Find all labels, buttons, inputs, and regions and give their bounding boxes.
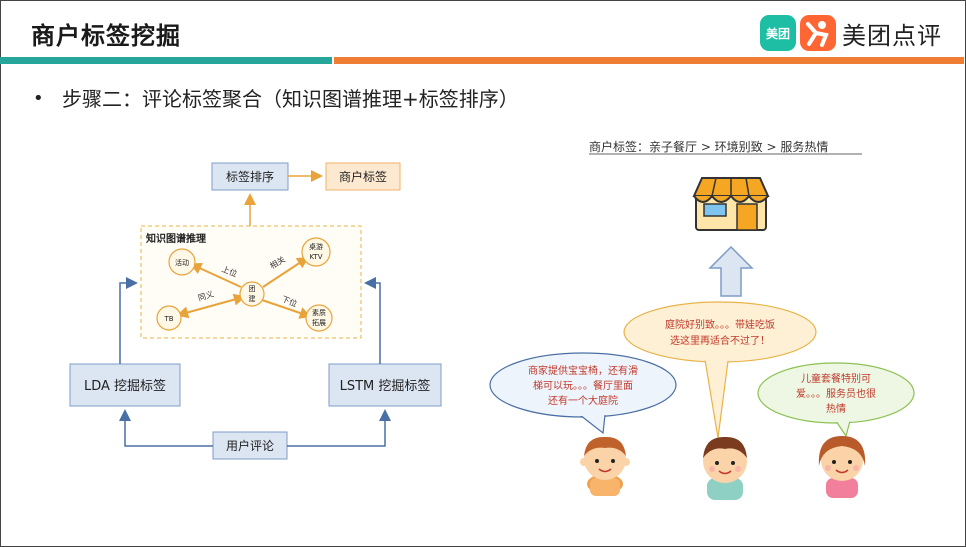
arrow-review-to-lda <box>119 409 213 447</box>
bubble-left-line2: 梯可以玩。。。餐厅里面 <box>533 379 633 392</box>
lda-label: LDA 挖掘标签 <box>84 378 166 394</box>
edge-boardgame <box>262 256 310 288</box>
meituan-badge-icon: 美团 <box>760 15 796 51</box>
bubble-middle: 庭院好别致。。。带娃吃饭 选这里再适合不过了！ <box>623 301 817 439</box>
node-center-line1: 团 <box>249 285 256 293</box>
arrow-lstm-to-kg <box>364 277 381 364</box>
lstm-box <box>328 363 442 407</box>
node-outdoor: 素质 拓展 <box>305 304 333 332</box>
bubble-left: 商家提供宝宝椅，还有滑 梯可以玩。。。餐厅里面 还有一个大庭院 <box>489 352 677 435</box>
arrow-lda-to-kg <box>119 277 138 364</box>
edge-activity <box>189 263 242 288</box>
node-outdoor-line1: 素质 <box>312 308 326 317</box>
node-tb-label: TB <box>163 315 173 323</box>
bubble-left-line3: 还有一个大庭院 <box>548 394 618 407</box>
bubble-middle-line2: 选这里再适合不过了！ <box>670 334 770 347</box>
merchant-tag-label: 商户标签 <box>339 169 387 184</box>
bubble-right: 儿童套餐特别可 爱。。。服务员也很 热情 <box>757 362 915 438</box>
bullet-marker: • <box>33 88 44 109</box>
node-boardgame-line1: 桌游 <box>309 242 323 251</box>
node-activity: 活动 <box>168 248 196 276</box>
node-tb: TB <box>156 305 182 331</box>
meituan-badge-text: 美团 <box>765 26 790 41</box>
bubble-right-line1: 儿童套餐特别可 <box>801 372 871 385</box>
bubble-right-line3: 热情 <box>826 402 846 415</box>
bubble-left-line1: 商家提供宝宝椅，还有滑 <box>528 364 638 377</box>
bubble-middle-line1: 庭院好别致。。。带娃吃饭 <box>665 318 775 331</box>
user-review-label: 用户评论 <box>226 438 274 453</box>
knowledge-graph-title: 知识图谱推理 <box>145 232 206 245</box>
edge-tb <box>176 293 246 319</box>
node-boardgame: 桌游 KTV <box>301 237 331 267</box>
shop-icon <box>692 177 770 231</box>
lda-box <box>69 363 181 407</box>
node-boardgame-line2: KTV <box>309 253 322 261</box>
girl-avatar-icon <box>818 436 866 498</box>
step-heading: 步骤二：评论标签聚合（知识图谱推理+标签排序） <box>62 87 519 111</box>
node-center-line2: 建 <box>249 294 256 303</box>
tag-sort-label: 标签排序 <box>226 169 274 184</box>
boy-avatar-icon <box>580 436 630 496</box>
child-avatar-icon <box>703 436 747 500</box>
merchant-tag-line: 商户标签：亲子餐厅 > 环境别致 > 服务热情 <box>589 139 828 154</box>
header-bar-orange <box>334 57 964 64</box>
header-bar-teal <box>0 57 332 64</box>
lstm-label: LSTM 挖掘标签 <box>340 378 431 394</box>
node-outdoor-line2: 拓展 <box>312 318 326 327</box>
brand-logo: 美团 美团点评 <box>760 14 942 52</box>
node-activity-label: 活动 <box>175 258 189 267</box>
page-title: 商户标签挖掘 <box>31 22 181 50</box>
brand-name: 美团点评 <box>842 21 942 50</box>
up-arrow-icon <box>708 245 754 297</box>
arrow-review-to-lstm <box>287 409 391 447</box>
dianping-badge-icon <box>800 15 836 51</box>
edge-outdoor <box>261 299 312 319</box>
merchant-tag-box <box>325 162 401 191</box>
node-center: 团 建 <box>239 281 265 307</box>
bubble-right-line2: 爱。。。服务员也很 <box>796 387 876 400</box>
